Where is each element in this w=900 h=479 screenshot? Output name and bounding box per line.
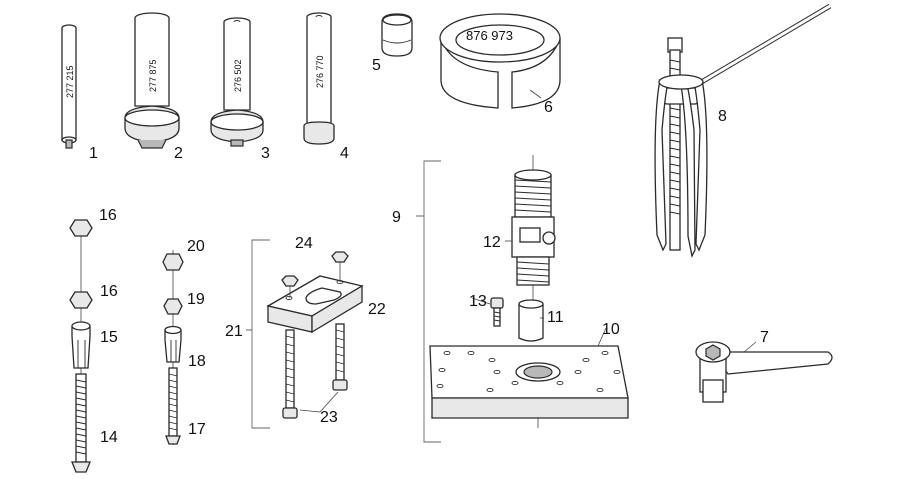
part-4-stamp: 276 770 <box>315 55 325 88</box>
part-23-screws <box>282 323 348 419</box>
callout-14: 14 <box>100 429 118 446</box>
callout-6: 6 <box>544 99 553 116</box>
bracket-21 <box>246 239 270 429</box>
callout-4: 4 <box>340 145 349 162</box>
callout-23: 23 <box>320 409 338 426</box>
callout-8: 8 <box>718 108 727 125</box>
part-12-spindle <box>511 155 556 300</box>
part-10-base-plate <box>429 345 629 428</box>
callout-21: 21 <box>225 323 243 340</box>
part-17-screw <box>165 367 181 445</box>
part-1-stamp: 277 215 <box>65 65 75 98</box>
callout-15: 15 <box>100 329 118 346</box>
part-14-long-screw <box>71 373 91 473</box>
callout-17: 17 <box>188 421 206 438</box>
callout-1: 1 <box>89 145 98 162</box>
leader-lines <box>299 89 757 413</box>
part-3-stamp: 276 502 <box>233 59 243 92</box>
callout-20: 20 <box>187 238 205 255</box>
callout-2: 2 <box>174 145 183 162</box>
part-6-stamp: 876 973 <box>466 28 513 43</box>
callout-11: 11 <box>547 309 564 326</box>
part-24-nuts <box>281 251 349 298</box>
part-3-drift: 276 502 <box>210 17 264 147</box>
part-2-stamp: 277 875 <box>148 59 158 92</box>
part-5-bush <box>381 13 413 57</box>
callout-16a: 16 <box>99 207 117 224</box>
part-13-bolt <box>490 297 504 327</box>
callout-24: 24 <box>295 235 313 252</box>
bracket-9 <box>416 160 441 443</box>
callout-7: 7 <box>760 329 769 346</box>
callout-10: 10 <box>602 321 620 338</box>
part-6-split-ring: 876 973 <box>439 13 561 109</box>
part-15-collet <box>71 321 91 369</box>
part-4-drift: 276 770 <box>303 12 335 145</box>
callout-18: 18 <box>188 353 206 370</box>
callout-13: 13 <box>469 293 487 310</box>
callout-labels: 1 2 3 4 5 6 7 8 9 10 11 12 13 14 15 16 1… <box>89 57 769 446</box>
part-18-collet <box>164 325 182 363</box>
part-22-bridge <box>266 275 364 334</box>
part-11-bush <box>518 299 544 342</box>
callout-19: 19 <box>187 291 205 308</box>
part-7-wrench <box>695 341 833 403</box>
callout-3: 3 <box>261 145 270 162</box>
part-8-puller <box>654 3 832 258</box>
callout-9: 9 <box>392 209 401 226</box>
callout-12: 12 <box>483 234 501 251</box>
callout-22: 22 <box>368 301 386 318</box>
part-1-drift-pin: 277 215 <box>61 24 77 149</box>
part-2-drift: 277 875 <box>124 12 180 149</box>
callout-16b: 16 <box>100 283 118 300</box>
part-20-19-nuts <box>162 250 184 445</box>
callout-5: 5 <box>372 57 381 74</box>
